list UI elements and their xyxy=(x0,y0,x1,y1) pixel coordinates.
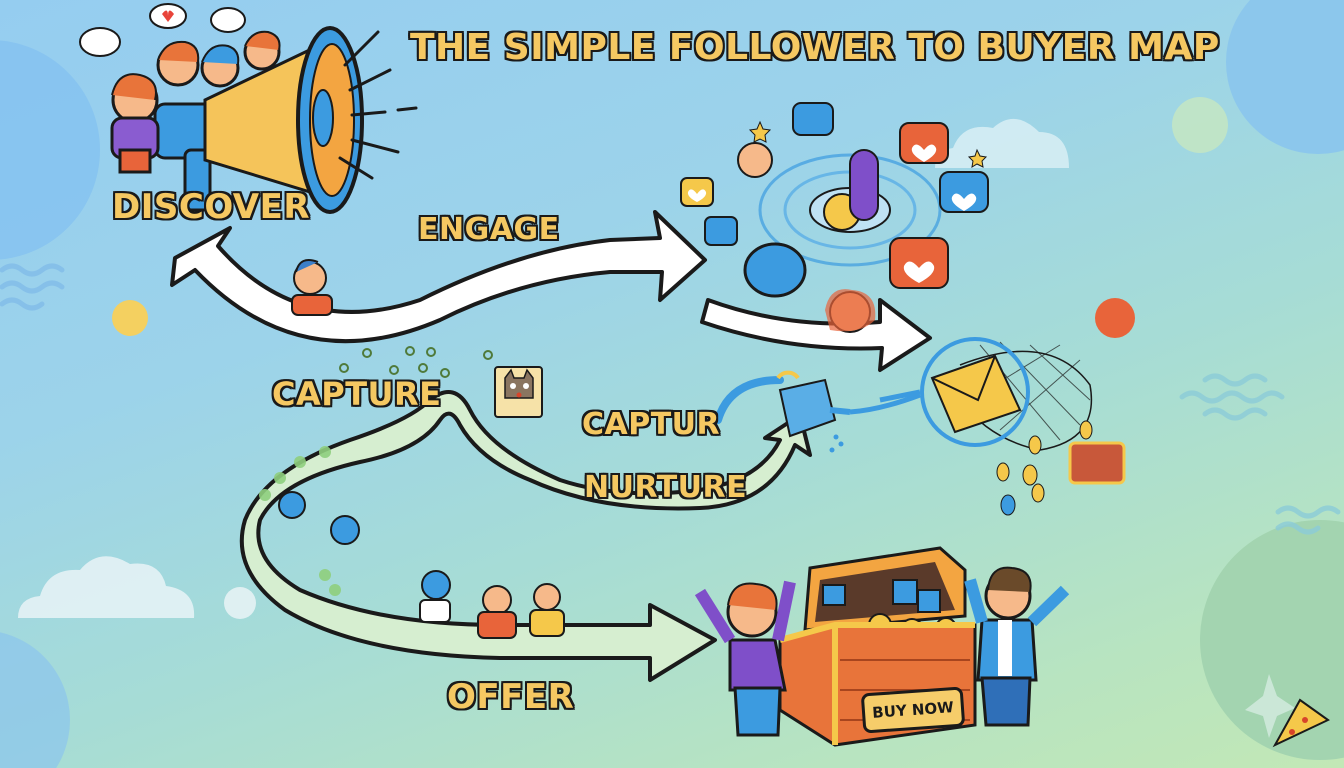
yellow-dot xyxy=(112,300,148,336)
stage-label-capture-secondary: CAPTUR xyxy=(581,407,721,442)
small-chest xyxy=(1069,442,1125,484)
stage-label-capture: CAPTURE xyxy=(271,375,442,413)
lead-magnet-card-icon xyxy=(494,366,543,418)
stage-label-nurture: NURTURE xyxy=(583,470,748,505)
watering-can-icon xyxy=(714,370,921,453)
buyer-characters xyxy=(694,566,1070,737)
page-title: THE SIMPLE FOLLOWER TO BUYER MAP xyxy=(409,27,1220,68)
social-whirlpool-icon xyxy=(680,102,989,333)
stage-label-offer: OFFER xyxy=(446,677,575,717)
email-net-icon xyxy=(879,337,1126,516)
pizza-icon xyxy=(1272,698,1330,748)
stage-label-engage: ENGAGE xyxy=(417,212,560,247)
crowd-illustration xyxy=(79,3,281,174)
path-characters xyxy=(278,259,565,639)
cloud xyxy=(935,118,1069,168)
engage-capture-arrow xyxy=(700,298,932,372)
buy-now-sign: BUY NOW xyxy=(860,686,966,734)
capture-offer-path xyxy=(239,346,812,682)
cloud xyxy=(18,556,195,618)
stage-label-discover: DISCOVER xyxy=(111,187,311,227)
orange-dot xyxy=(1095,298,1135,338)
megaphone-icon xyxy=(153,26,418,214)
